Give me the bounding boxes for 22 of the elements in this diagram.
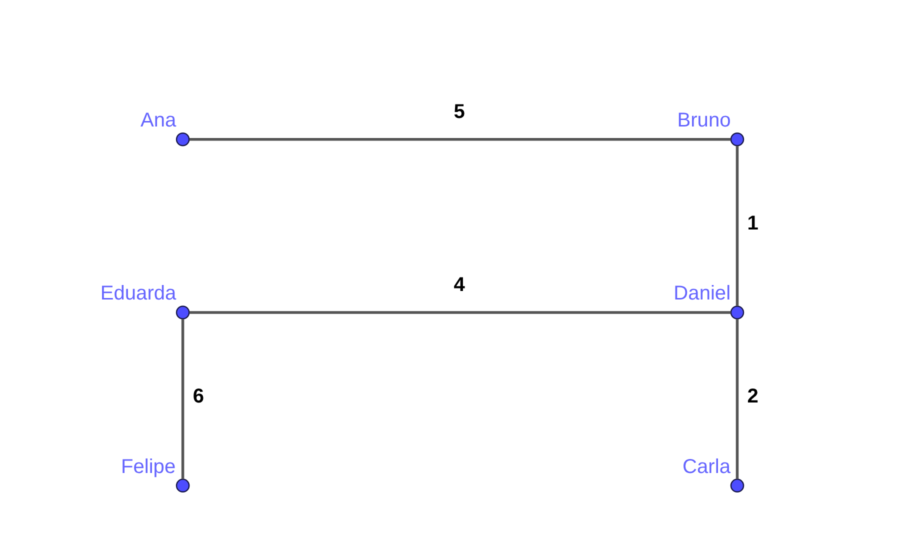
connector <box>189 311 731 314</box>
edge-label: 4 <box>454 274 465 296</box>
node-circle <box>176 132 190 146</box>
node-label: Ana <box>140 110 176 132</box>
edge-label: 5 <box>454 100 465 123</box>
node-circle <box>730 306 744 320</box>
node-label: Daniel <box>674 282 731 305</box>
connector <box>181 319 184 480</box>
node-label: Felipe <box>120 456 176 478</box>
node-circle <box>176 306 190 320</box>
node-label: Carla <box>682 456 730 478</box>
node-label: Eduarda <box>100 282 176 305</box>
edge-label: 2 <box>747 386 758 408</box>
connector <box>736 146 739 306</box>
connector <box>736 319 739 480</box>
node-circle <box>730 132 744 146</box>
node-circle <box>730 478 744 492</box>
node-label: Bruno <box>677 110 731 132</box>
connector <box>189 138 731 141</box>
edge-label: 1 <box>747 212 758 234</box>
node-circle <box>176 478 190 492</box>
edge-label: 6 <box>192 386 204 408</box>
